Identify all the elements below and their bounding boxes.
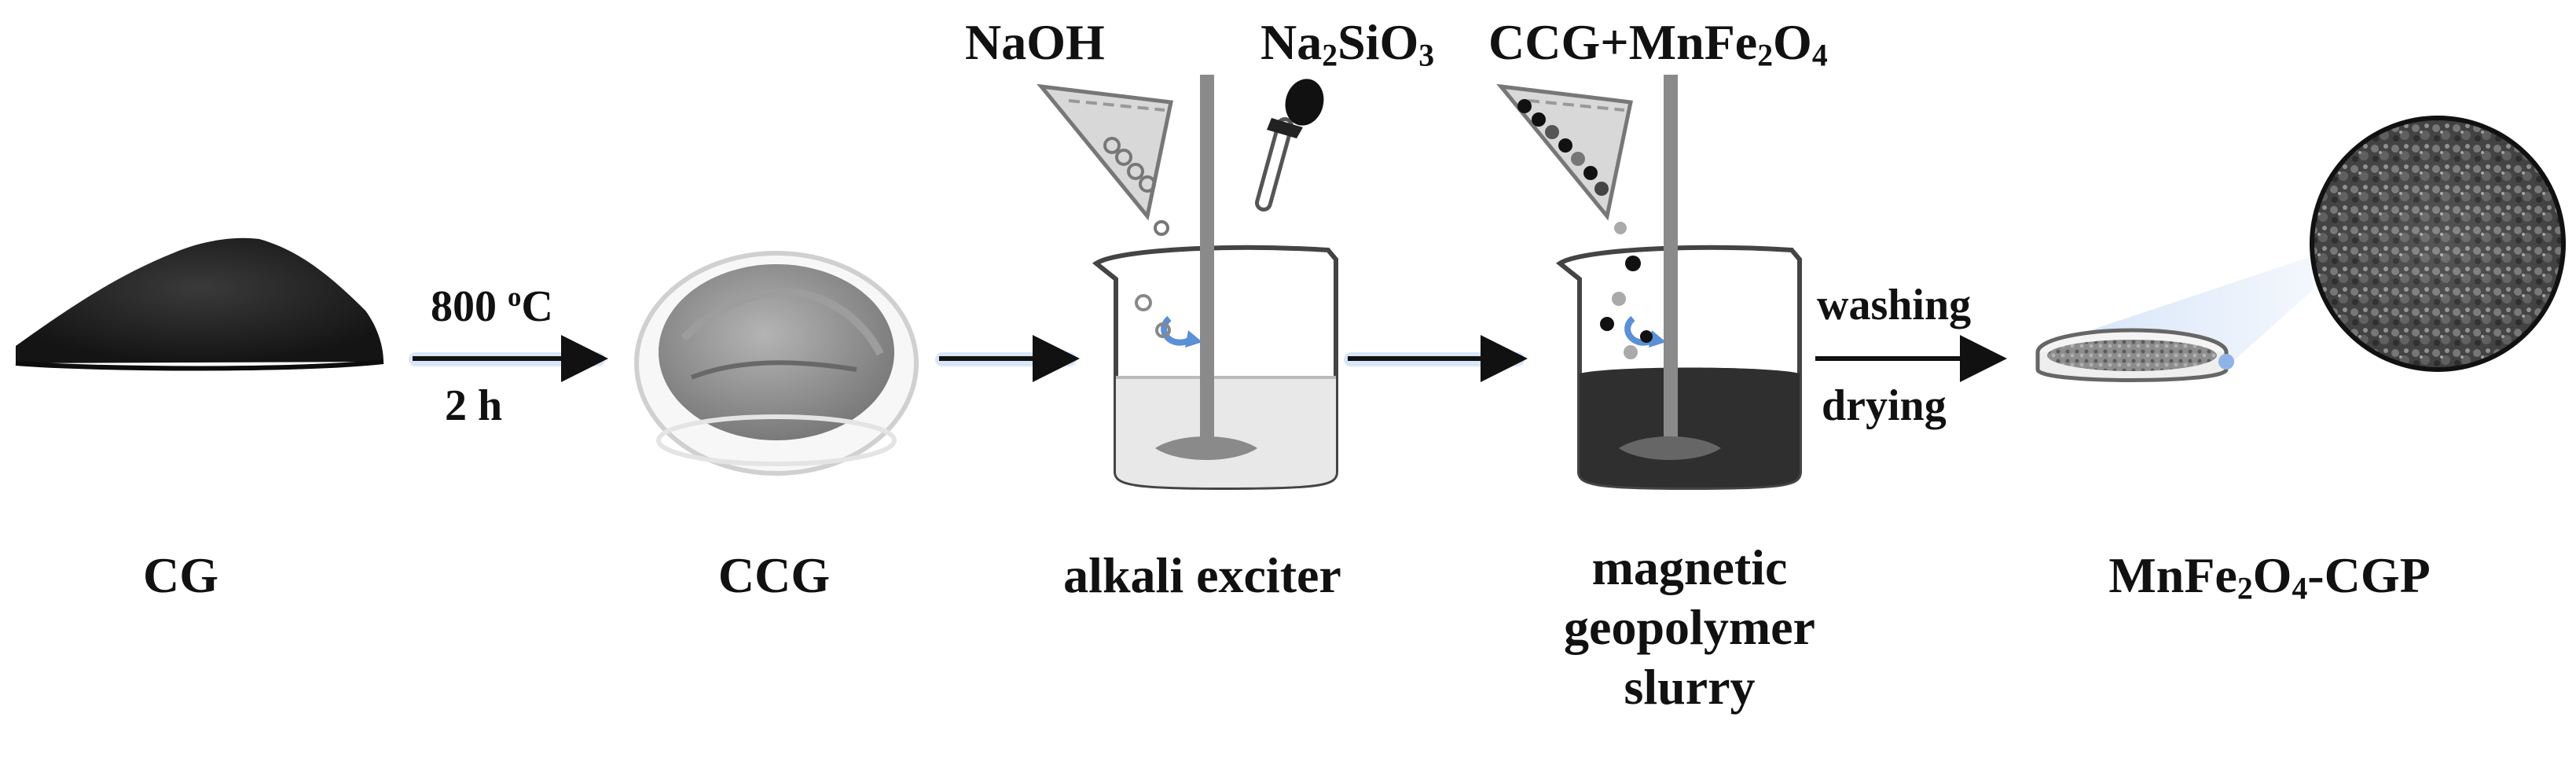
cg-powder-image <box>15 237 384 371</box>
label-ccg-mnfe2o4: CCG+MnFe2O4 <box>1488 14 1828 73</box>
stage-label-ccg: CCG <box>717 547 831 603</box>
label-na2sio3: Na2SiO3 <box>1260 14 1435 73</box>
label-naoh: NaOH <box>965 14 1105 70</box>
alkali-beaker <box>1037 75 1338 491</box>
arrow-to-slurry <box>1344 335 1528 382</box>
label-washing: washing <box>1817 281 1972 329</box>
stage-label-product: MnFe2O4-CGP <box>2108 547 2431 606</box>
stage-label-alkali-exciter: alkali exciter <box>1063 547 1341 603</box>
stage-label-cg: CG <box>143 547 218 603</box>
ccg-mnfe2o4-cone-icon <box>1496 83 1633 234</box>
arrow-to-alkali <box>935 335 1080 382</box>
dropper-icon <box>1255 79 1324 212</box>
ccg-dish-image <box>634 251 919 476</box>
label-time: 2 h <box>445 381 503 430</box>
sem-inset-image <box>2310 116 2566 372</box>
arrow-calcination <box>409 335 608 382</box>
stage-label-slurry: magnetic geopolymer slurry <box>1564 538 1815 717</box>
slurry-beaker <box>1496 75 1802 491</box>
label-temperature: 800 oC <box>431 281 553 331</box>
slurry-line-2: geopolymer <box>1564 599 1815 655</box>
slurry-line-1: magnetic <box>1591 539 1788 595</box>
slurry-line-3: slurry <box>1624 659 1756 715</box>
product-dish-image <box>2035 236 2373 382</box>
naoh-cone-icon <box>1037 83 1173 274</box>
label-drying: drying <box>1822 381 1947 430</box>
